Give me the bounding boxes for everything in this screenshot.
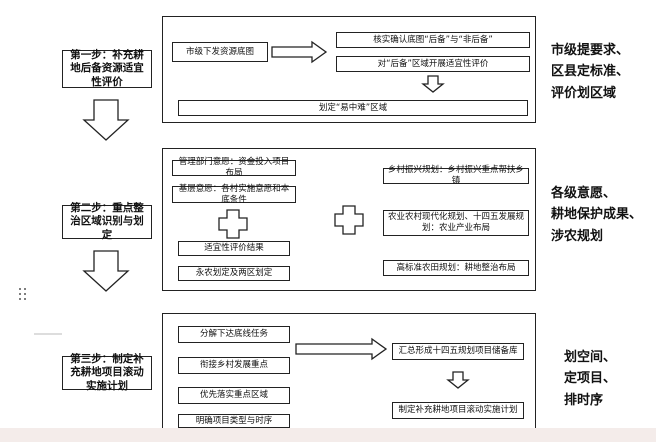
- down-arrow-icon: [421, 75, 445, 93]
- confirm-box: 核实确认底图“后备”与“非后备”: [336, 32, 530, 48]
- section-2-side-label: 各级意愿、 耕地保护成果、 涉农规划: [551, 186, 643, 244]
- mgmt-will-box: 管理部门意愿：资金投入项目布局: [172, 157, 296, 178]
- rolling-plan-box: 制定补充耕地项目滚动实施计划: [392, 402, 524, 419]
- high-standard-farmland-box: 高标准农田规划：耕地整治布局: [383, 260, 529, 276]
- section-1-side-label: 市级提要求、 区县定标准、 评价划区域: [551, 43, 630, 101]
- suitability-result-box: 适宜性评价结果: [178, 241, 290, 256]
- project-type-box: 明确项目类型与时序: [178, 414, 290, 428]
- delineate-box: 划定“易中难”区域: [178, 100, 528, 116]
- plus-icon: [334, 205, 364, 235]
- step-2-box: 第二步：重点整治区域识别与划定: [62, 202, 152, 241]
- priority-area-box: 优先落实重点区域: [178, 387, 290, 404]
- farmland-zoning-box: 永农划定及两区划定: [178, 266, 290, 281]
- grassroots-will-box: 基层意愿：各村实施意愿和本底条件: [172, 184, 296, 205]
- project-reserve-box: 汇总形成十四五规划项目储备库: [392, 343, 524, 360]
- rural-link-box: 衔接乡村发展重点: [178, 357, 290, 374]
- step-1-box: 第一步：补充耕地后备资源适宜性评价: [62, 49, 152, 88]
- evaluate-box: 对“后备”区域开展适宜性评价: [336, 56, 530, 72]
- bottom-strip: [0, 428, 656, 442]
- down-arrow-icon: [446, 371, 470, 389]
- rural-revitalization-box: 乡村振兴规划：乡村振兴重点帮扶乡镇: [383, 165, 529, 186]
- down-arrow-icon: [82, 250, 130, 292]
- section-3-side-label: 划空间、 定项目、 排时序: [564, 350, 617, 408]
- task-decompose-box: 分解下达底线任务: [178, 326, 290, 343]
- down-arrow-icon: [82, 99, 130, 141]
- right-arrow-icon: [271, 40, 328, 64]
- agri-modernization-box: 农业农村现代化规划、十四五发展规划：农业产业布局: [383, 210, 529, 236]
- step-3-box: 第三步：制定补充耕地项目滚动实施计划: [62, 353, 152, 392]
- plus-icon: [218, 209, 248, 239]
- right-arrow-icon: [295, 337, 388, 361]
- source-map-box: 市级下发资源底图: [172, 42, 268, 62]
- drag-handle-icon[interactable]: [19, 288, 29, 304]
